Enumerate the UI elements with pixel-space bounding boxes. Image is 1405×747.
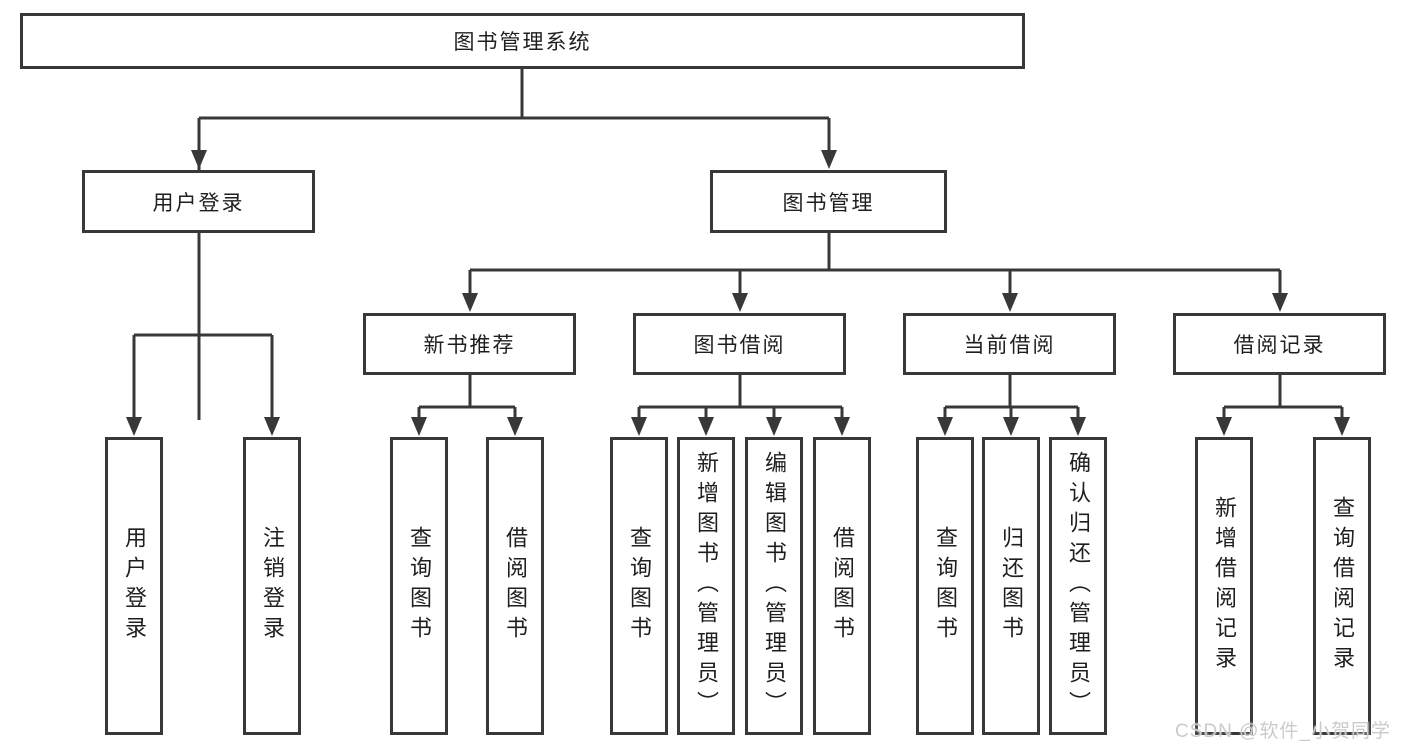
arrow-leaf-borrow-books-b [834,417,850,436]
arrow-leaf-user-login [126,417,142,436]
leaf-label: 确认归还（管理员） [1066,451,1091,721]
arrow-leaf-logout [264,417,280,436]
node-book-management: 图书管理 [710,170,947,233]
node-library-management-system: 图书管理系统 [20,13,1025,69]
node-new-book-recommendation: 新书推荐 [363,313,576,375]
connector-borrowing-records-to-leaves [1222,375,1344,420]
leaf-return-books: 归还图书 [982,437,1040,735]
arrowheads [126,150,1350,436]
leaf-query-books-borrowing: 查询图书 [610,437,668,735]
leaf-label: 新增图书（管理员） [694,451,719,721]
arrow-leaf-add-books [698,417,714,436]
arrow-book-borrowing [732,293,748,312]
leaf-label: 新增借阅记录 [1212,496,1237,676]
leaf-add-books-admin: 新增图书（管理员） [677,437,735,735]
arrow-leaf-query-books-a [411,417,427,436]
arrow-leaf-query-books-c [937,417,953,436]
arrow-leaf-query-books-b [631,417,647,436]
leaf-label: 查询图书 [407,526,432,646]
leaf-borrow-books-recommendation: 借阅图书 [486,437,544,735]
leaf-label: 查询图书 [627,526,652,646]
arrow-new-book-recommendation [462,293,478,312]
node-user-login-branch: 用户登录 [82,170,315,233]
node-label: 借阅记录 [1233,334,1326,357]
node-label: 新书推荐 [423,334,516,357]
leaf-label: 借阅图书 [830,526,855,646]
connector-root-to-level2 [197,69,831,420]
leaf-edit-books-admin: 编辑图书（管理员） [745,437,803,735]
node-borrowing-records: 借阅记录 [1173,313,1386,375]
leaf-label: 归还图书 [999,526,1024,646]
node-label: 图书管理系统 [453,31,592,54]
leaf-query-borrow-record: 查询借阅记录 [1313,437,1371,735]
connector-book-management-to-level3 [468,233,1282,297]
arrow-user-login [191,150,207,169]
node-current-borrowing: 当前借阅 [903,313,1116,375]
leaf-logout: 注销登录 [243,437,301,735]
node-label: 当前借阅 [963,334,1056,357]
leaf-user-login: 用户登录 [105,437,163,735]
node-book-borrowing: 图书借阅 [633,313,846,375]
arrow-current-borrowing [1002,293,1018,312]
leaf-label: 用户登录 [122,526,147,646]
arrow-leaf-return-books [1003,417,1019,436]
leaf-confirm-return-admin: 确认归还（管理员） [1049,437,1107,735]
leaf-label: 查询图书 [933,526,958,646]
node-label: 图书管理 [782,191,875,215]
leaf-add-borrow-record: 新增借阅记录 [1195,437,1253,735]
arrow-leaf-query-record [1334,417,1350,436]
leaf-query-books-current: 查询图书 [916,437,974,735]
connector-user-login-to-leaves [132,233,274,420]
leaf-label: 编辑图书（管理员） [762,451,787,721]
arrow-leaf-edit-books [766,417,782,436]
connector-book-borrowing-to-leaves [637,375,844,420]
arrow-leaf-confirm-return [1070,417,1086,436]
node-label: 用户登录 [152,191,245,215]
leaf-label: 注销登录 [260,526,285,646]
connector-new-book-to-leaves [417,375,517,420]
leaf-label: 查询借阅记录 [1330,496,1355,676]
arrow-book-management [821,150,837,169]
leaf-query-books-recommendation: 查询图书 [390,437,448,735]
arrow-borrowing-records [1272,293,1288,312]
connector-strokes [132,69,1344,420]
leaf-borrow-books-borrowing: 借阅图书 [813,437,871,735]
arrow-leaf-add-record [1216,417,1232,436]
arrow-leaf-borrow-books-a [507,417,523,436]
node-label: 图书借阅 [693,334,786,357]
leaf-label: 借阅图书 [503,526,528,646]
connector-current-borrowing-to-leaves [943,375,1080,420]
